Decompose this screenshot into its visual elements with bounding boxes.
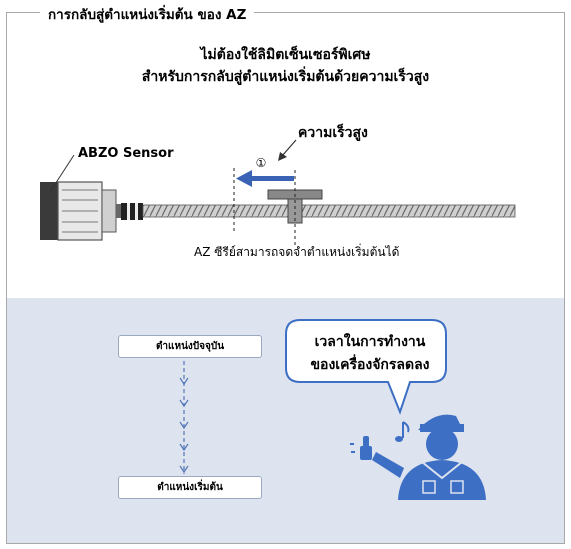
speed-label: ความเร็วสูง xyxy=(298,125,368,141)
speed-pointer-icon xyxy=(278,139,297,161)
diagram-caption: AZ ซีรีย์สามารถจดจำตำแหน่งเริ่มต้นได้ xyxy=(194,245,400,259)
section-frame xyxy=(6,12,565,544)
home-position-box: ตำแหน่งเริ่มต้น xyxy=(118,476,262,499)
ball-screw xyxy=(142,204,516,218)
headline-line-1: ไม่ต้องใช้ลิมิตเซ็นเซอร์พิเศษ xyxy=(200,47,371,63)
section-title: การกลับสู่ตำแหน่งเริ่มต้น ของ AZ xyxy=(40,3,255,25)
speech-line-1: เวลาในการทำงาน xyxy=(314,334,426,350)
music-note-icon xyxy=(395,421,410,442)
motor-icon xyxy=(40,181,121,241)
step-marker: ① xyxy=(256,156,267,170)
speech-bubble xyxy=(285,319,447,415)
coupling-icon xyxy=(121,203,143,220)
headline-line-2: สำหรับการกลับสู่ตำแหน่งเริ่มต้นด้วยความเ… xyxy=(141,69,430,85)
sensor-label: ABZO Sensor xyxy=(78,146,174,161)
worker-thumbs-up-icon xyxy=(350,414,486,500)
flow-arrows xyxy=(179,361,189,474)
left-arrow-icon xyxy=(236,170,294,187)
speech-line-2: ของเครื่องจักรลดลง xyxy=(310,357,430,373)
current-position-box: ตำแหน่งปัจจุบัน xyxy=(118,335,262,358)
sensor-leader-line xyxy=(49,154,75,193)
